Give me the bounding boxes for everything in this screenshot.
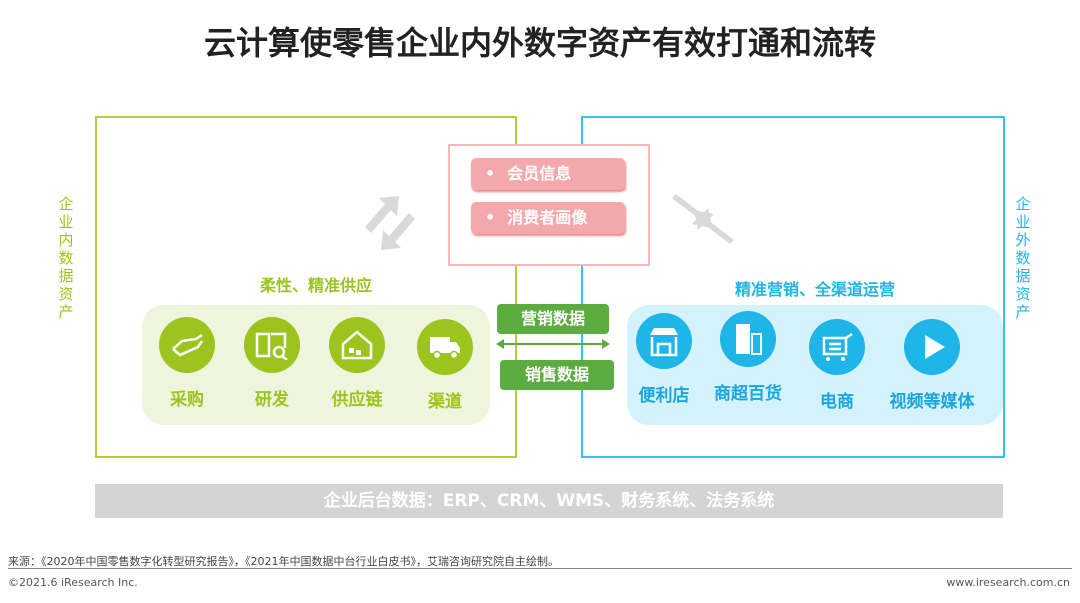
item-channel: 渠道 (400, 319, 490, 412)
item-supply-chain: 供应链 (312, 317, 402, 410)
sales-data-label: 销售数据 (500, 360, 614, 390)
truck-icon (417, 319, 473, 375)
center-item: •消费者画像 (471, 202, 625, 234)
website-url: www.iresearch.com.cn (946, 576, 1070, 589)
right-subtitle: 精准营销、全渠道运营 (734, 280, 895, 299)
copyright: ©2021.6 iResearch Inc. (8, 576, 138, 589)
store-icon (636, 313, 692, 369)
page-title: 云计算使零售企业内外数字资产有效打通和流转 (203, 24, 876, 62)
item-department-store: 商超百货 (703, 311, 793, 404)
play-icon (904, 319, 960, 375)
item-convenience-store: 便利店 (619, 313, 709, 406)
exchange-arrows-icon (365, 196, 415, 250)
footer-divider (8, 568, 1072, 569)
item-rnd: 研发 (227, 317, 317, 410)
item-ecommerce: 电商 (792, 319, 882, 412)
bidirectional-arrow-icon (496, 339, 610, 349)
internal-assets-label: 企业内数据资产 (58, 195, 74, 321)
backend-data-bar: 企业后台数据：ERP、CRM、WMS、财务系统、法务系统 (95, 484, 1003, 518)
marketing-data-label: 营销数据 (497, 304, 609, 334)
external-assets-box (581, 116, 1005, 458)
external-panel: 便利店 商超百货 电商 视频等媒体 (627, 305, 1003, 425)
internal-assets-box (95, 116, 517, 458)
source-note: 来源：《2020年中国零售数字化转型研究报告》，《2021年中国数据中台行业白皮… (8, 555, 559, 568)
exchange-arrows-icon (672, 194, 734, 244)
item-video-media: 视频等媒体 (877, 319, 987, 412)
warehouse-icon (329, 317, 385, 373)
item-procurement: 采购 (142, 317, 232, 410)
external-assets-label: 企业外数据资产 (1015, 195, 1031, 321)
hand-icon (159, 317, 215, 373)
building-icon (720, 311, 776, 367)
book-search-icon (244, 317, 300, 373)
internal-panel: 采购 研发 供应链 渠道 (142, 305, 490, 425)
shared-data-box: •会员信息 •消费者画像 (448, 144, 650, 266)
center-item: •会员信息 (471, 158, 625, 190)
cart-icon (809, 319, 865, 375)
left-subtitle: 柔性、精准供应 (259, 276, 372, 295)
